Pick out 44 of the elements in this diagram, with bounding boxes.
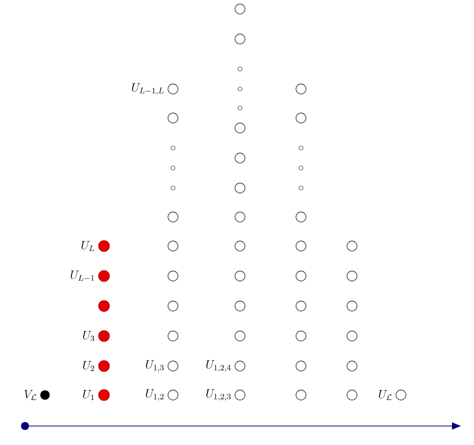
dot bbox=[346, 270, 358, 282]
node-label: $V_{\mathcal{L}}$ bbox=[24, 390, 36, 400]
dot bbox=[296, 84, 306, 94]
node-label: $U_{L-1}$ bbox=[70, 270, 94, 281]
dot bbox=[234, 182, 246, 194]
node-label: $U_{1,2,4}$ bbox=[206, 360, 231, 372]
dot bbox=[168, 270, 178, 282]
node-label: $U_{\mathcal{L}}$ bbox=[378, 390, 392, 400]
node-label: $U_{1,2}$ bbox=[146, 389, 164, 401]
dot bbox=[296, 390, 306, 400]
dot bbox=[234, 152, 246, 164]
node-label: $U_{1,3}$ bbox=[146, 360, 164, 372]
dot bbox=[234, 300, 246, 312]
dot bbox=[296, 300, 306, 312]
dot bbox=[234, 122, 246, 134]
dot bbox=[296, 112, 306, 124]
dot bbox=[296, 270, 306, 282]
dot bbox=[168, 112, 178, 124]
dot bbox=[234, 270, 246, 282]
dot bbox=[234, 4, 246, 14]
dot bbox=[346, 240, 358, 252]
node-label: $U_1$ bbox=[83, 390, 94, 400]
node-label: $U_{1,2,3}$ bbox=[206, 389, 231, 401]
dot bbox=[168, 330, 178, 342]
node-label: $U_L$ bbox=[82, 241, 94, 251]
dot bbox=[234, 34, 246, 44]
dot bbox=[346, 390, 358, 400]
dot bbox=[234, 240, 246, 252]
dot bbox=[234, 212, 246, 222]
dot bbox=[234, 330, 246, 342]
dot bbox=[296, 212, 306, 222]
dot bbox=[346, 300, 358, 312]
dot bbox=[98, 300, 110, 312]
dot bbox=[168, 240, 178, 252]
dot bbox=[168, 212, 178, 222]
dot bbox=[296, 240, 306, 252]
node-label: $U_{L-1,L}$ bbox=[132, 83, 164, 95]
dot bbox=[296, 330, 306, 342]
node-label: $U_2$ bbox=[83, 361, 94, 371]
dot bbox=[296, 360, 306, 372]
node-label: $U_3$ bbox=[83, 331, 94, 342]
dot bbox=[346, 360, 358, 372]
dot bbox=[168, 300, 178, 312]
dot bbox=[346, 330, 358, 342]
